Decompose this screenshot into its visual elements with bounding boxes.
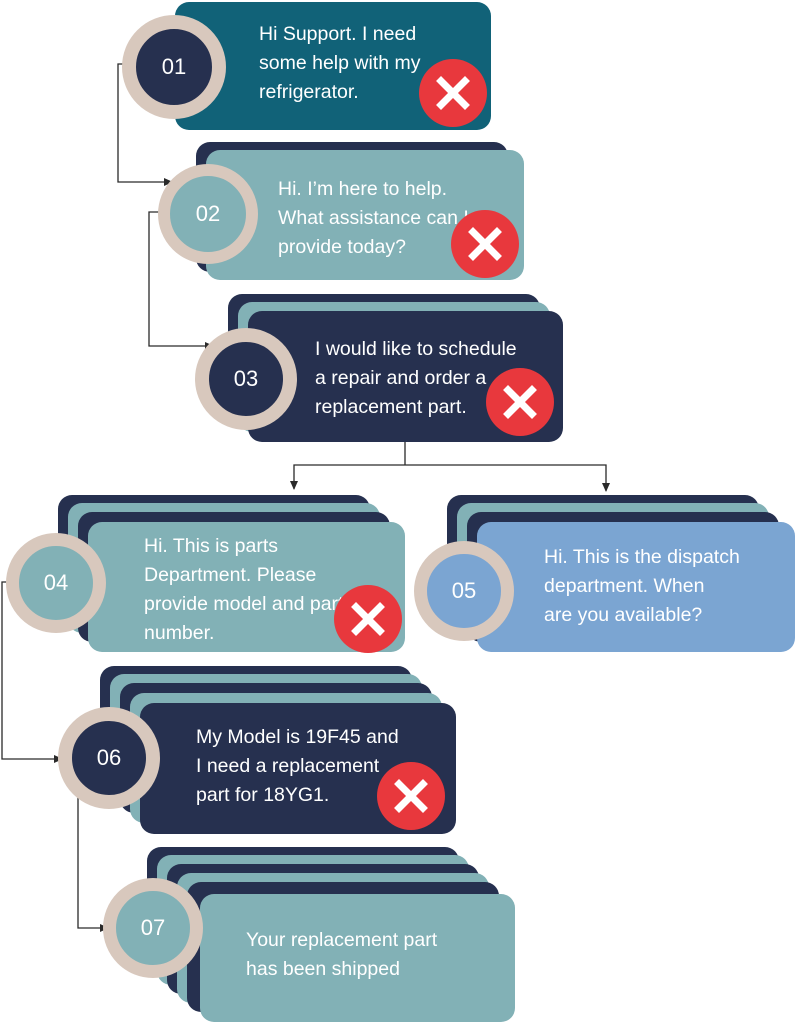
step-07-text: Your replacement part has been shipped: [246, 929, 438, 980]
step-01-badge: 01: [122, 15, 226, 119]
x-icon: [451, 210, 519, 278]
step-05-badge: 05: [414, 541, 514, 641]
x-icon: [419, 59, 487, 127]
x-icon: [377, 762, 445, 830]
step-06-number: 06: [96, 745, 122, 770]
x-icon: [486, 368, 554, 436]
x-icon: [334, 585, 402, 653]
step-03-number: 03: [233, 366, 259, 391]
step-06-text: My Model is 19F45 and I need a replaceme…: [196, 726, 399, 806]
step-04-text: Hi. This is parts Department. Please pro…: [144, 535, 344, 644]
connector-03-05: [405, 464, 610, 492]
connector-03-04: [290, 464, 405, 490]
step-04-number: 04: [43, 570, 69, 595]
step-01-text: Hi Support. I need some help with my ref…: [259, 23, 421, 103]
step-05-text: Hi. This is the dispatch department. Whe…: [544, 546, 740, 626]
step-05-card: Hi. This is the dispatch department. Whe…: [477, 522, 795, 652]
step-05-number: 05: [451, 578, 477, 603]
connector-02-03: [148, 211, 214, 350]
step-03-badge: 03: [195, 328, 297, 430]
step-02-badge: 02: [158, 164, 258, 264]
step-06-badge: 06: [58, 707, 160, 809]
step-03-text: I would like to schedule a repair and or…: [315, 338, 517, 418]
step-07-number: 07: [140, 915, 166, 940]
step-02-text: Hi. I’m here to help. What assistance ca…: [278, 178, 469, 258]
step-04-badge: 04: [6, 533, 106, 633]
step-02-number: 02: [195, 201, 221, 226]
step-01-number: 01: [161, 54, 187, 79]
step-07-badge: 07: [103, 878, 203, 978]
step-07-card: Your replacement part has been shipped: [200, 894, 515, 1022]
connector-06-07: [77, 788, 109, 932]
